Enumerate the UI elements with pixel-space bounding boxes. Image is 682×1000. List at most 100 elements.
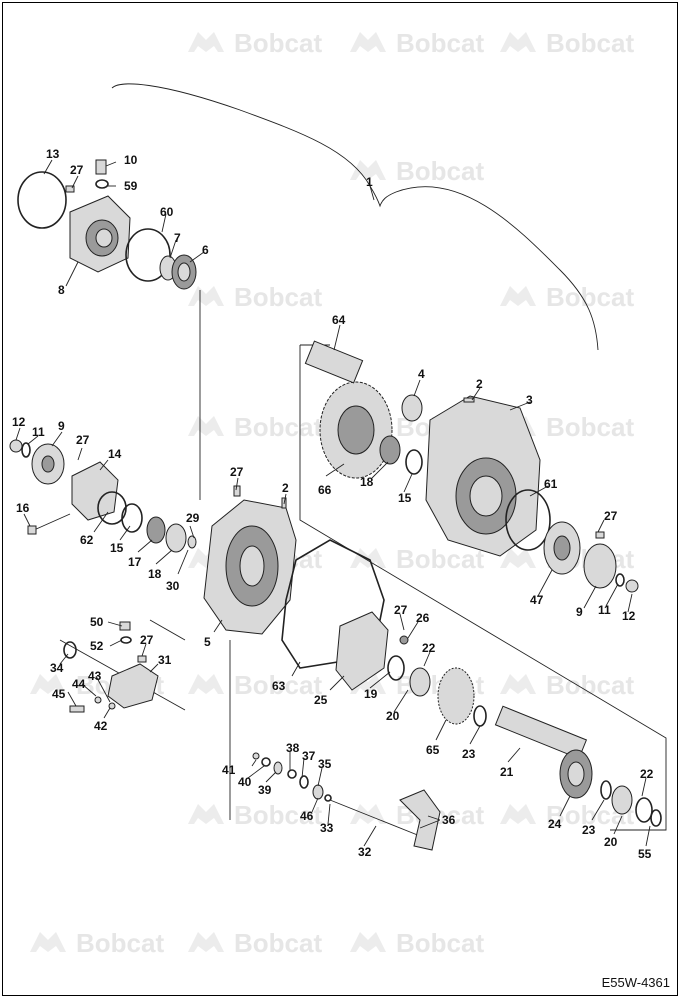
label-18a: 18 xyxy=(360,475,374,489)
label-27: 27 xyxy=(394,603,408,617)
label-14: 14 xyxy=(108,447,122,461)
svg-text:Bobcat: Bobcat xyxy=(234,412,322,442)
svg-text:Bobcat: Bobcat xyxy=(234,28,322,58)
watermark: Bobcat xyxy=(500,282,634,312)
watermark: Bobcat xyxy=(350,156,484,186)
part-labels: 13 27 10 59 60 7 6 8 1 64 4 2 3 61 27 47… xyxy=(12,147,654,861)
pump-housing-8 xyxy=(17,159,197,290)
label-7: 7 xyxy=(174,231,181,245)
label-19: 19 xyxy=(364,687,378,701)
valve-block-31 xyxy=(63,621,159,713)
label-59: 59 xyxy=(124,179,138,193)
label-40: 40 xyxy=(238,775,252,789)
label-64: 64 xyxy=(332,313,346,327)
label-21: 21 xyxy=(500,765,514,779)
label-34: 34 xyxy=(50,661,64,675)
svg-text:Bobcat: Bobcat xyxy=(234,282,322,312)
gear-case-3 xyxy=(425,395,639,593)
watermark: Bobcat xyxy=(500,670,634,700)
svg-text:Bobcat: Bobcat xyxy=(396,544,484,574)
label-38: 38 xyxy=(286,741,300,755)
assembly-outlines xyxy=(59,290,667,831)
label-22b: 22 xyxy=(640,767,654,781)
label-31: 31 xyxy=(158,653,172,667)
diagram-code: E55W-4361 xyxy=(601,975,670,990)
watermark: Bobcat xyxy=(30,928,164,958)
svg-text:Bobcat: Bobcat xyxy=(546,28,634,58)
label-63: 63 xyxy=(272,679,286,693)
label-10: 10 xyxy=(124,153,138,167)
svg-text:Bobcat: Bobcat xyxy=(396,28,484,58)
label-25: 25 xyxy=(314,693,328,707)
watermark: Bobcat xyxy=(500,28,634,58)
label-42: 42 xyxy=(94,719,108,733)
leader-lines xyxy=(15,159,651,847)
svg-text:Bobcat: Bobcat xyxy=(546,282,634,312)
label-26: 26 xyxy=(416,611,430,625)
svg-text:Bobcat: Bobcat xyxy=(234,800,322,830)
assembly-bracket xyxy=(111,83,599,351)
label-28c: 27 xyxy=(76,433,90,447)
label-33: 33 xyxy=(320,821,334,835)
svg-text:Bobcat: Bobcat xyxy=(546,412,634,442)
svg-text:Bobcat: Bobcat xyxy=(396,928,484,958)
svg-text:Bobcat: Bobcat xyxy=(234,670,322,700)
label-5: 5 xyxy=(204,635,211,649)
label-41: 41 xyxy=(222,763,236,777)
label-12b: 12 xyxy=(622,609,636,623)
label-24: 24 xyxy=(548,817,562,831)
label-11a: 11 xyxy=(32,425,45,439)
watermark: Bobcat xyxy=(188,282,322,312)
label-43: 43 xyxy=(88,669,102,683)
label-62: 62 xyxy=(80,533,94,547)
label-17: 17 xyxy=(128,555,142,569)
label-3: 3 xyxy=(526,393,533,407)
label-2b: 2 xyxy=(282,481,289,495)
label-28e: 27 xyxy=(140,633,154,647)
label-6: 6 xyxy=(202,243,209,257)
watermark: Bobcat xyxy=(350,544,484,574)
label-4: 4 xyxy=(418,367,425,381)
label-8: 8 xyxy=(58,283,65,297)
label-28b: 27 xyxy=(604,509,618,523)
label-9a: 9 xyxy=(58,419,65,433)
label-61: 60 xyxy=(160,205,174,219)
watermark: Bobcat xyxy=(188,928,322,958)
watermark: Bobcat xyxy=(350,28,484,58)
watermark: Bobcat xyxy=(188,28,322,58)
label-23a: 23 xyxy=(462,747,476,761)
label-18b: 18 xyxy=(148,567,162,581)
svg-text:Bobcat: Bobcat xyxy=(234,928,322,958)
label-44: 44 xyxy=(72,677,86,691)
label-20b: 20 xyxy=(604,835,618,849)
cover-25 xyxy=(335,611,389,691)
label-45: 45 xyxy=(52,687,66,701)
label-65: 65 xyxy=(426,743,440,757)
watermark: Bobcat xyxy=(188,412,322,442)
label-29: 29 xyxy=(186,511,200,525)
label-1: 1 xyxy=(366,175,373,189)
label-35: 35 xyxy=(318,757,332,771)
label-16: 16 xyxy=(16,501,30,515)
gear-housing-5 xyxy=(203,485,297,635)
label-28a: 27 xyxy=(70,163,84,177)
label-32: 32 xyxy=(358,845,372,859)
label-46: 46 xyxy=(300,809,314,823)
bearing-housing-9 xyxy=(9,439,197,553)
label-52: 52 xyxy=(90,639,104,653)
label-11b: 11 xyxy=(598,603,611,617)
label-30: 30 xyxy=(166,579,180,593)
label-60: 61 xyxy=(544,477,558,491)
shift-fork-36 xyxy=(252,752,441,851)
label-12a: 12 xyxy=(12,415,26,429)
label-20a: 20 xyxy=(386,709,400,723)
label-15b: 15 xyxy=(110,541,124,555)
label-15a: 15 xyxy=(398,491,412,505)
label-9b: 9 xyxy=(576,605,583,619)
label-47: 47 xyxy=(530,593,544,607)
label-66: 66 xyxy=(318,483,332,497)
label-37: 37 xyxy=(302,749,316,763)
watermark: Bobcat xyxy=(188,670,322,700)
